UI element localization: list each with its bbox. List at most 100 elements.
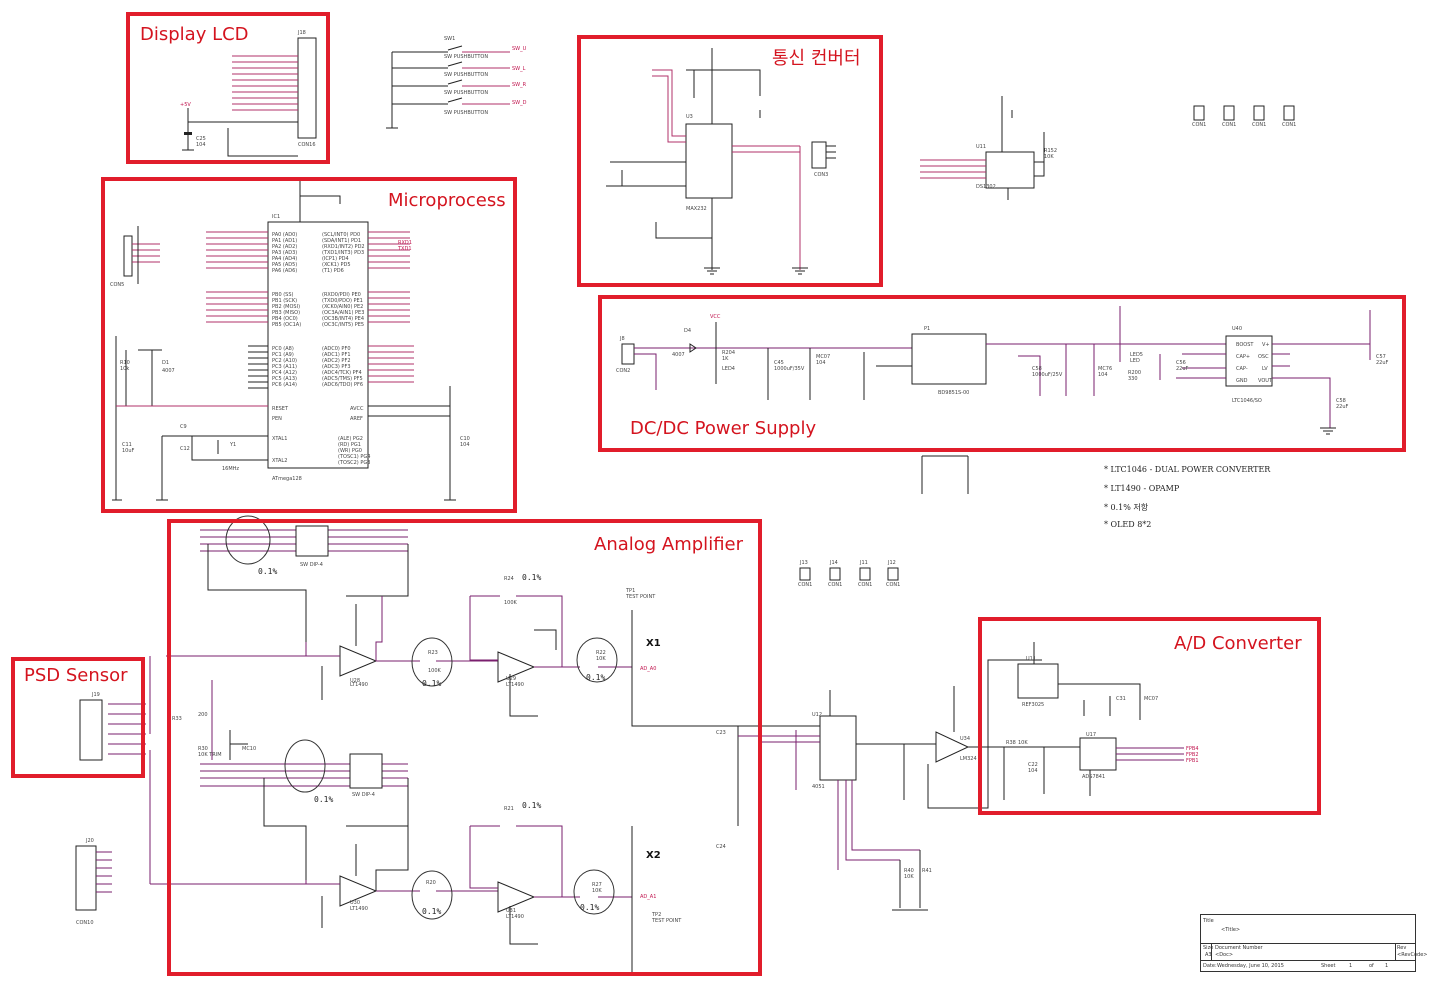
rev-label: Rev	[1397, 945, 1407, 951]
rev-value: <RevCode>	[1397, 952, 1428, 958]
svg-text:U3: U3	[686, 114, 693, 120]
of-label: of	[1369, 963, 1374, 969]
svg-text:ATmega128: ATmega128	[272, 476, 302, 482]
pct-label-6: 0.1%	[522, 801, 541, 810]
svg-text:XTAL2: XTAL2	[272, 458, 287, 464]
svg-text:LM324: LM324	[960, 756, 977, 762]
svg-text:R33: R33	[172, 716, 182, 722]
block-label-ad-converter: A/D Converter	[1174, 633, 1302, 654]
svg-text:PB2 (MOSI): PB2 (MOSI)	[272, 304, 300, 310]
svg-text:SW1: SW1	[444, 36, 455, 42]
svg-text:MAX232: MAX232	[686, 206, 707, 212]
svg-text:CON1: CON1	[1222, 122, 1236, 128]
svg-text:10k: 10k	[120, 366, 129, 372]
svg-text:C45: C45	[774, 360, 784, 366]
svg-text:LT1490: LT1490	[350, 682, 368, 688]
size-value: A3	[1205, 952, 1212, 958]
svg-text:AVCC: AVCC	[350, 406, 364, 412]
svg-text:GND: GND	[1236, 378, 1248, 384]
svg-text:R204: R204	[722, 350, 735, 356]
svg-text:CON2: CON2	[616, 368, 630, 374]
block-label-comm-converter: 통신 컨버터	[772, 48, 861, 69]
block-label-microprocess: Microprocess	[388, 190, 506, 211]
rs232-connector	[811, 141, 827, 169]
svg-text:RESET: RESET	[272, 406, 289, 412]
svg-text:CON1: CON1	[798, 582, 812, 588]
svg-text:(ADC2) PF2: (ADC2) PF2	[322, 358, 351, 364]
title-label: Title	[1203, 918, 1214, 924]
svg-text:10K: 10K	[1018, 740, 1028, 746]
svg-text:PB1 (SCK): PB1 (SCK)	[272, 298, 297, 304]
svg-text:PEN: PEN	[272, 416, 282, 422]
svg-text:16MHz: 16MHz	[222, 466, 239, 472]
svg-text:(RXD0/PDI) PE0: (RXD0/PDI) PE0	[322, 292, 361, 298]
block-comm-converter	[577, 35, 883, 287]
svg-text:TP2: TP2	[651, 912, 661, 918]
svg-text:(OC3A/AIN1) PE3: (OC3A/AIN1) PE3	[322, 310, 364, 316]
mcu-circuit	[112, 180, 456, 501]
block-analog-amplifier	[167, 519, 762, 976]
x1-label: X1	[646, 638, 661, 649]
svg-text:CAP-: CAP-	[1236, 366, 1248, 372]
svg-text:PC2 (A10): PC2 (A10)	[272, 358, 297, 364]
svg-text:CON10: CON10	[76, 920, 94, 926]
svg-text:TXD1: TXD1	[397, 246, 412, 252]
svg-text:100K: 100K	[428, 668, 442, 674]
svg-text:330: 330	[1128, 376, 1138, 382]
svg-text:R40: R40	[904, 868, 914, 874]
rtc-chip	[985, 151, 1035, 189]
svg-text:R10: R10	[120, 360, 130, 366]
svg-text:DS1302: DS1302	[976, 184, 996, 190]
precision-labels: 0.1% 0.1% 0.1% 0.1% 0.1% 0.1% 0.1% 0.1%	[258, 567, 605, 916]
svg-text:C31: C31	[1116, 696, 1126, 702]
svg-text:LT1490: LT1490	[506, 682, 524, 688]
svg-text:R41: R41	[922, 868, 932, 874]
svg-text:VOUT: VOUT	[1258, 378, 1273, 384]
svg-text:VCC: VCC	[710, 314, 721, 320]
svg-text:C22: C22	[1028, 762, 1038, 768]
svg-text:J19: J19	[91, 692, 100, 698]
svg-text:PC0 (A8): PC0 (A8)	[272, 346, 294, 352]
svg-text:TEST POINT: TEST POINT	[625, 594, 656, 600]
svg-text:U40: U40	[1232, 326, 1242, 332]
date-value: Wednesday, June 10, 2015	[1217, 963, 1284, 969]
svg-text:LED: LED	[1130, 358, 1140, 364]
svg-text:U29: U29	[506, 676, 516, 682]
dip-switch-1	[295, 525, 329, 557]
svg-text:XTAL1: XTAL1	[272, 436, 287, 442]
precision-markers	[225, 515, 618, 920]
svg-text:LED4: LED4	[722, 366, 735, 372]
svg-text:FPB4: FPB4	[1186, 746, 1199, 752]
svg-text:U30: U30	[350, 900, 360, 906]
svg-text:1K: 1K	[722, 356, 729, 362]
svg-text:PC3 (A11): PC3 (A11)	[272, 364, 297, 370]
svg-text:CON16: CON16	[298, 142, 316, 148]
svg-text:R21: R21	[504, 806, 514, 812]
sheet-label: Sheet	[1321, 963, 1336, 969]
svg-text:PA1 (AD1): PA1 (AD1)	[272, 238, 297, 244]
svg-text:AD_A1: AD_A1	[640, 894, 656, 900]
svg-text:BOOST: BOOST	[1236, 342, 1254, 348]
svg-text:Y1: Y1	[229, 442, 236, 448]
svg-text:(XCK1) PD5: (XCK1) PD5	[322, 262, 351, 268]
svg-text:+5V: +5V	[180, 102, 191, 108]
svg-text:REF3025: REF3025	[1022, 702, 1044, 708]
note-oled: * OLED 8*2	[1104, 520, 1152, 529]
note-lt1490: * LT1490 - OPAMP	[1104, 484, 1180, 493]
svg-text:PA0 (AD0): PA0 (AD0)	[272, 232, 297, 238]
svg-text:U28: U28	[350, 678, 360, 684]
svg-text:R38: R38	[1006, 740, 1016, 746]
svg-text:PC6 (A14): PC6 (A14)	[272, 382, 297, 388]
psd-connector	[79, 699, 103, 761]
svg-text:D1: D1	[162, 360, 169, 366]
svg-text:J20: J20	[85, 838, 94, 844]
svg-text:J14: J14	[829, 560, 838, 566]
of-value: 1	[1385, 963, 1389, 969]
svg-text:C10: C10	[460, 436, 470, 442]
svg-text:PB0 (SS): PB0 (SS)	[272, 292, 294, 298]
dip-switch-2	[349, 753, 383, 789]
svg-text:C24: C24	[716, 844, 726, 850]
svg-text:(ALE) PG2: (ALE) PG2	[338, 436, 363, 442]
svg-text:AREF: AREF	[350, 416, 363, 422]
